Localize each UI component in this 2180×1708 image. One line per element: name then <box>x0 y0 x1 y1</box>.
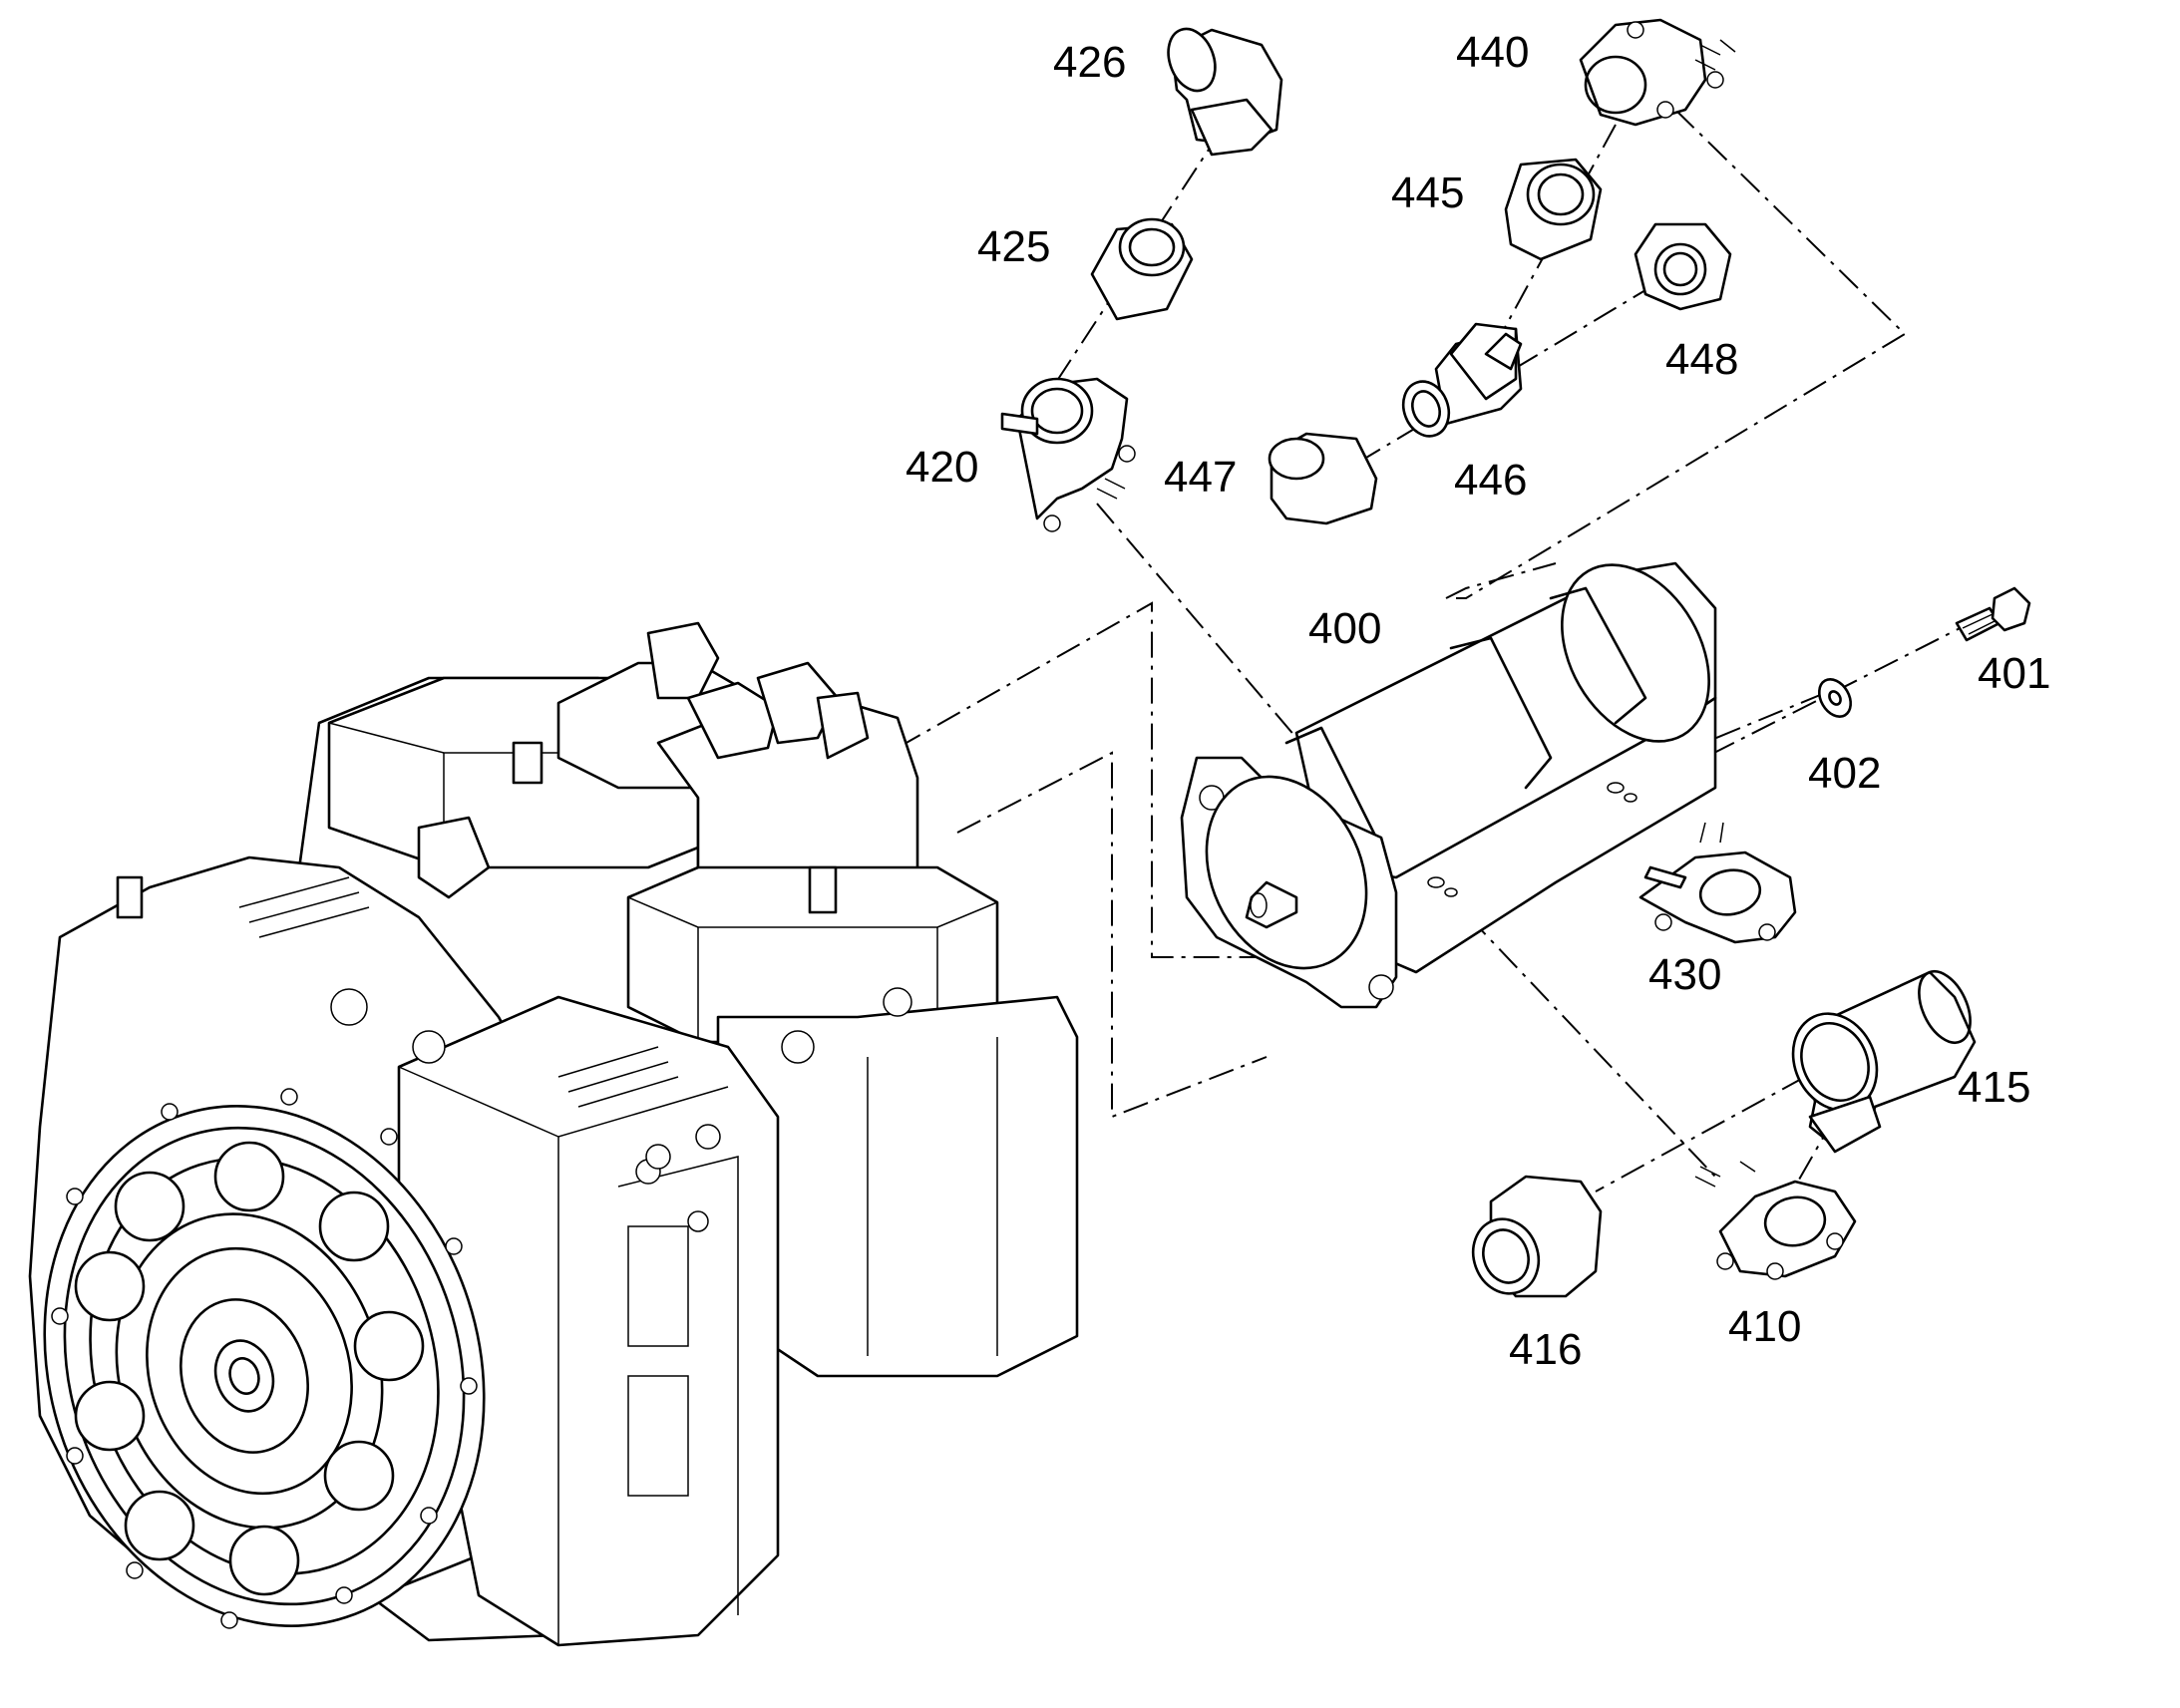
label-420: 420 <box>906 443 978 492</box>
label-401: 401 <box>1978 649 2050 698</box>
part-410-flange <box>1694 1161 1857 1280</box>
part-445-adapter <box>1504 158 1603 261</box>
label-400: 400 <box>1308 604 1381 653</box>
part-401-bolt <box>1955 586 2031 642</box>
part-440-flange <box>1579 18 1736 127</box>
part-447-elbow <box>1268 432 1378 525</box>
label-402: 402 <box>1808 749 1881 798</box>
label-430: 430 <box>1648 950 1721 999</box>
part-416-adapter <box>1471 1175 1603 1298</box>
part-400-gear-pump <box>1180 561 1717 1009</box>
label-445: 445 <box>1391 169 1464 217</box>
label-440: 440 <box>1456 28 1529 77</box>
part-426-elbow <box>1167 27 1283 157</box>
label-425: 425 <box>977 222 1050 271</box>
part-446-tee <box>1401 322 1523 438</box>
part-415-elbow <box>1791 970 1977 1154</box>
part-430-flange <box>1638 822 1797 944</box>
label-448: 448 <box>1665 335 1738 384</box>
part-number-labels: 400 401 402 410 415 416 420 425 426 430 … <box>906 28 2050 1374</box>
label-426: 426 <box>1053 38 1126 87</box>
label-446: 446 <box>1454 456 1527 505</box>
part-420-flange <box>1000 377 1136 532</box>
part-448-adapter <box>1634 222 1732 311</box>
label-415: 415 <box>1958 1063 2030 1112</box>
main-pump-assembly <box>28 621 1079 1647</box>
part-402-washer <box>1817 678 1853 718</box>
part-425-adapter <box>1090 217 1194 321</box>
label-410: 410 <box>1728 1302 1801 1351</box>
label-447: 447 <box>1164 453 1237 502</box>
label-416: 416 <box>1509 1325 1582 1374</box>
